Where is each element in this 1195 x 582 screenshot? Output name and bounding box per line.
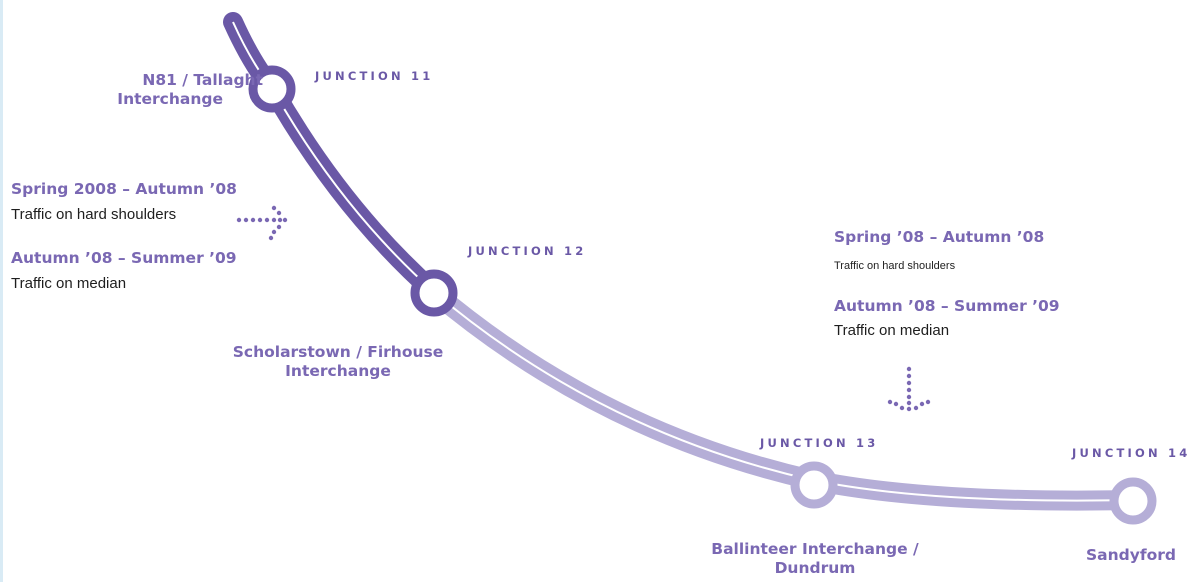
interchange-j12: Scholarstown / Firhouse Interchange xyxy=(208,343,468,381)
left-edge-strip xyxy=(0,0,3,582)
junction-13-node[interactable] xyxy=(790,461,838,509)
west-phase-1-description: Traffic on hard shoulders xyxy=(11,206,177,223)
west-phase-2-description: Traffic on median xyxy=(11,275,127,292)
east-phase-1-description: Traffic on hard shoulders xyxy=(834,260,956,272)
east-phase-2-description: Traffic on median xyxy=(834,322,950,339)
interchange-j14: Sandyford xyxy=(1070,546,1192,565)
east-phase-1-period: Spring ’08 – Autumn ’08 xyxy=(834,228,1045,246)
west-phase-2-period: Autumn ’08 – Summer ’09 xyxy=(11,249,237,267)
route-segment-light xyxy=(424,282,1143,511)
east-phase-2-period: Autumn ’08 – Summer ’09 xyxy=(834,297,1060,315)
dotted-arrow-right-icon xyxy=(236,205,288,241)
junction-13-label: JUNCTION 13 xyxy=(760,436,879,450)
junction-11-node[interactable] xyxy=(248,65,296,113)
route-centerline-dark xyxy=(232,21,435,293)
junction-12-node[interactable] xyxy=(410,269,458,317)
junction-14-node[interactable] xyxy=(1109,477,1157,525)
interchange-j11-line1: N81 / Tallaght xyxy=(142,71,263,89)
junction-11-label: JUNCTION 11 xyxy=(315,69,434,83)
route-segment-dark xyxy=(223,12,444,302)
junction-12-label: JUNCTION 12 xyxy=(468,244,587,258)
interchange-j12-line2: Interchange xyxy=(285,362,391,380)
interchange-j11-line2: Interchange xyxy=(117,90,223,108)
interchange-j12-line1: Scholarstown / Firhouse xyxy=(232,343,444,361)
west-phase-1-period: Spring 2008 – Autumn ’08 xyxy=(11,180,237,198)
interchange-j13-line1: Ballinteer Interchange / xyxy=(711,540,919,558)
interchange-j14-line1: Sandyford xyxy=(1086,546,1176,564)
interchange-j13-line2: Dundrum xyxy=(774,559,856,577)
interchange-j11: N81 / Tallaght Interchange xyxy=(80,71,280,109)
interchange-j13: Ballinteer Interchange / Dundrum xyxy=(690,540,940,578)
junction-14-label: JUNCTION 14 xyxy=(1072,446,1191,460)
dotted-arrow-down-icon xyxy=(887,366,931,412)
